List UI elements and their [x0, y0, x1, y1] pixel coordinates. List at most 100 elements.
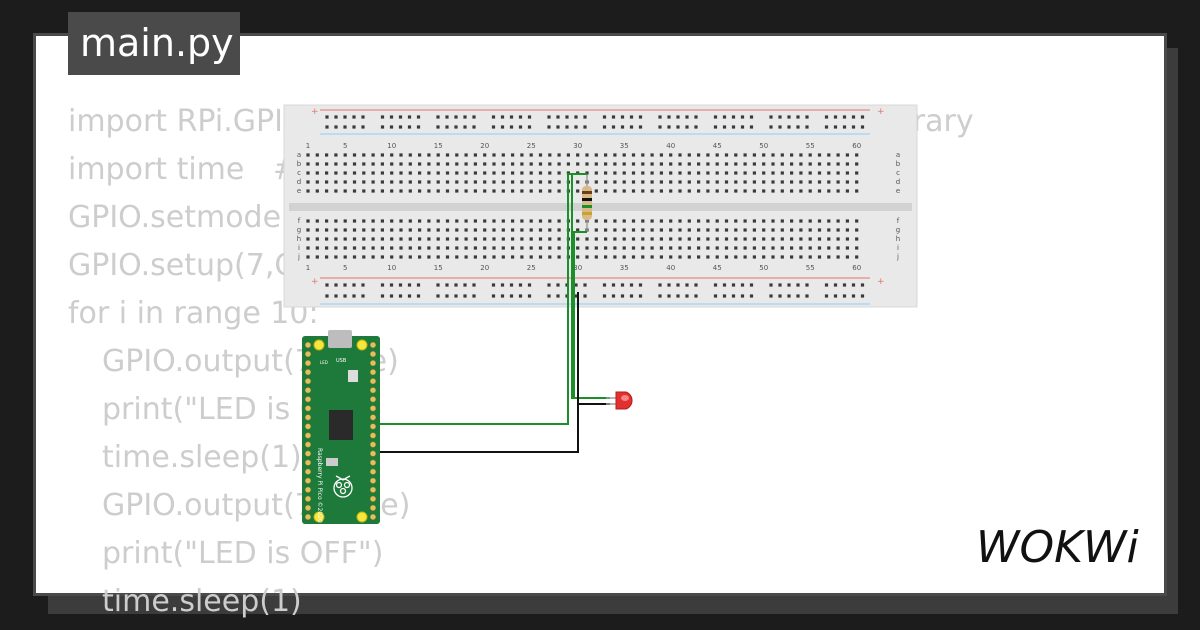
breadboard-hole[interactable] — [827, 162, 831, 166]
breadboard-hole[interactable] — [389, 283, 394, 287]
breadboard-hole[interactable] — [667, 115, 671, 119]
breadboard-hole[interactable] — [436, 115, 440, 119]
breadboard-hole[interactable] — [352, 125, 356, 129]
pico-pin[interactable] — [369, 378, 377, 385]
breadboard-hole[interactable] — [622, 237, 626, 241]
breadboard-hole[interactable] — [740, 115, 745, 119]
breadboard-hole[interactable] — [817, 180, 822, 184]
breadboard-hole[interactable] — [613, 180, 617, 184]
breadboard-hole[interactable] — [538, 171, 543, 175]
breadboard-hole[interactable] — [678, 153, 682, 157]
breadboard-hole[interactable] — [511, 153, 515, 157]
breadboard-hole[interactable] — [687, 246, 691, 250]
breadboard-hole[interactable] — [667, 294, 671, 298]
breadboard-hole[interactable] — [817, 237, 822, 241]
breadboard-hole[interactable] — [436, 153, 440, 157]
breadboard-hole[interactable] — [455, 246, 459, 250]
breadboard-hole[interactable] — [641, 255, 645, 259]
breadboard-hole[interactable] — [594, 246, 598, 250]
breadboard-hole[interactable] — [399, 162, 403, 166]
breadboard-hole[interactable] — [799, 189, 803, 193]
breadboard-hole[interactable] — [762, 171, 766, 175]
bootsel-button[interactable] — [348, 370, 358, 382]
breadboard-hole[interactable] — [734, 219, 738, 223]
breadboard-hole[interactable] — [611, 115, 616, 119]
breadboard-hole[interactable] — [576, 180, 580, 184]
breadboard-hole[interactable] — [538, 255, 543, 259]
breadboard-hole[interactable] — [352, 180, 357, 184]
breadboard-hole[interactable] — [407, 115, 412, 119]
breadboard-hole[interactable] — [408, 255, 412, 259]
breadboard-hole[interactable] — [427, 189, 431, 193]
breadboard-hole[interactable] — [631, 237, 636, 241]
breadboard-hole[interactable] — [611, 283, 616, 287]
breadboard-hole[interactable] — [706, 219, 710, 223]
breadboard-hole[interactable] — [576, 228, 580, 232]
breadboard-hole[interactable] — [594, 237, 598, 241]
breadboard-hole[interactable] — [548, 189, 552, 193]
breadboard-hole[interactable] — [769, 283, 773, 287]
breadboard-hole[interactable] — [845, 255, 849, 259]
pico-pin[interactable] — [369, 477, 377, 484]
breadboard-hole[interactable] — [445, 125, 449, 129]
breadboard-hole[interactable] — [678, 246, 682, 250]
breadboard-hole[interactable] — [343, 180, 347, 184]
breadboard-hole[interactable] — [659, 246, 663, 250]
breadboard-hole[interactable] — [749, 294, 754, 298]
breadboard-hole[interactable] — [483, 162, 487, 166]
breadboard-hole[interactable] — [334, 180, 338, 184]
breadboard-hole[interactable] — [827, 189, 831, 193]
breadboard-hole[interactable] — [790, 237, 794, 241]
breadboard-hole[interactable] — [399, 180, 403, 184]
breadboard-hole[interactable] — [855, 153, 859, 157]
breadboard-hole[interactable] — [659, 189, 663, 193]
breadboard-hole[interactable] — [629, 294, 634, 298]
breadboard-hole[interactable] — [557, 255, 561, 259]
breadboard-hole[interactable] — [325, 228, 329, 232]
breadboard-hole[interactable] — [574, 125, 578, 129]
breadboard-hole[interactable] — [722, 115, 727, 119]
breadboard-hole[interactable] — [445, 246, 450, 250]
breadboard-hole[interactable] — [343, 283, 347, 287]
breadboard-hole[interactable] — [790, 246, 794, 250]
breadboard-hole[interactable] — [594, 171, 598, 175]
breadboard-hole[interactable] — [817, 228, 822, 232]
breadboard-hole[interactable] — [445, 180, 450, 184]
breadboard-hole[interactable] — [473, 171, 477, 175]
breadboard-hole[interactable] — [492, 153, 496, 157]
breadboard-hole[interactable] — [334, 189, 338, 193]
breadboard-hole[interactable] — [538, 246, 543, 250]
breadboard-hole[interactable] — [836, 189, 840, 193]
pico-pin[interactable] — [304, 378, 312, 385]
breadboard-hole[interactable] — [361, 283, 365, 287]
breadboard-hole[interactable] — [325, 219, 329, 223]
breadboard-hole[interactable] — [842, 294, 847, 298]
breadboard-hole[interactable] — [604, 219, 608, 223]
breadboard-hole[interactable] — [669, 255, 673, 259]
breadboard-hole[interactable] — [743, 219, 747, 223]
breadboard-hole[interactable] — [408, 171, 412, 175]
breadboard-hole[interactable] — [583, 115, 587, 119]
breadboard-hole[interactable] — [473, 246, 477, 250]
breadboard-hole[interactable] — [722, 294, 727, 298]
breadboard-hole[interactable] — [390, 219, 394, 223]
breadboard-hole[interactable] — [483, 237, 487, 241]
breadboard-hole[interactable] — [352, 162, 357, 166]
pico-pin[interactable] — [369, 450, 377, 457]
breadboard-hole[interactable] — [641, 162, 645, 166]
breadboard-hole[interactable] — [362, 162, 366, 166]
breadboard-hole[interactable] — [780, 153, 784, 157]
breadboard-hole[interactable] — [306, 246, 310, 250]
breadboard-hole[interactable] — [306, 228, 310, 232]
breadboard-hole[interactable] — [315, 171, 319, 175]
breadboard-hole[interactable] — [650, 246, 654, 250]
breadboard-hole[interactable] — [352, 255, 357, 259]
breadboard-hole[interactable] — [638, 125, 643, 129]
breadboard-hole[interactable] — [585, 237, 589, 241]
breadboard-hole[interactable] — [836, 171, 840, 175]
breadboard-hole[interactable] — [808, 180, 812, 184]
breadboard-hole[interactable] — [687, 228, 691, 232]
breadboard-hole[interactable] — [491, 125, 496, 129]
breadboard-hole[interactable] — [752, 237, 756, 241]
breadboard-hole[interactable] — [752, 153, 756, 157]
